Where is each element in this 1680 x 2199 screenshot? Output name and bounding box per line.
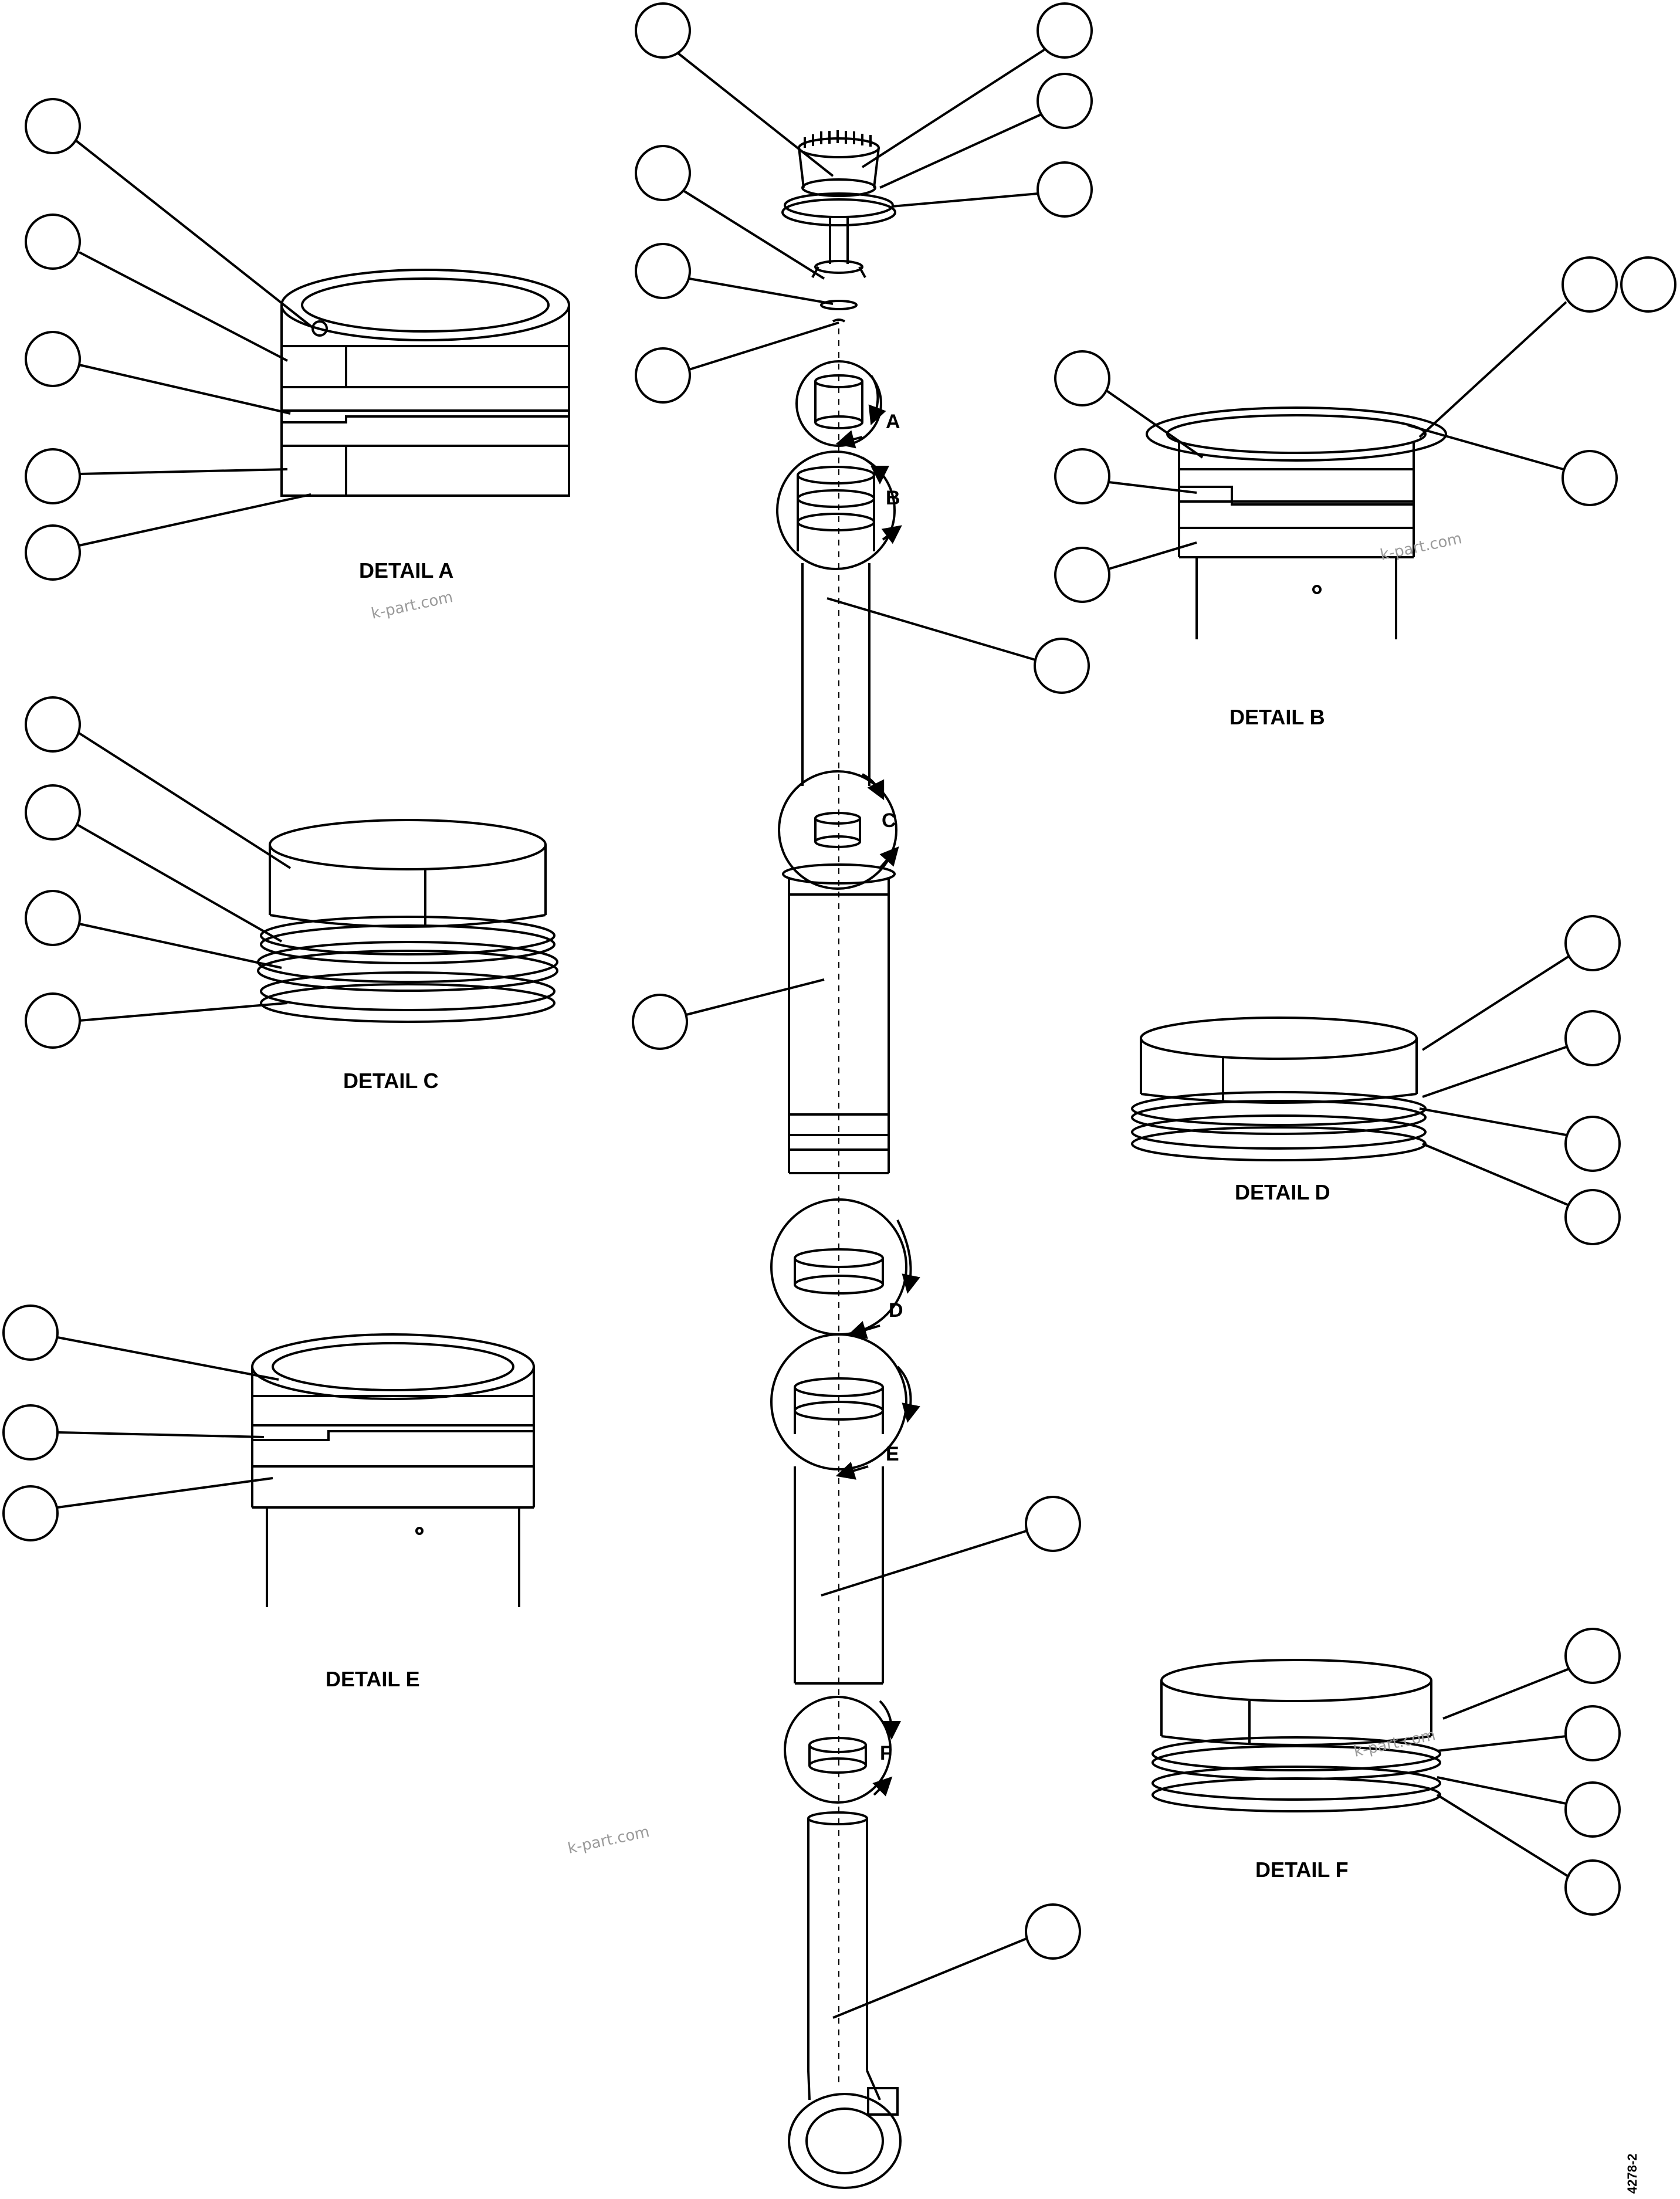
watermark-text: k-part.com bbox=[1378, 530, 1464, 564]
detail-b-title: DETAIL B bbox=[1229, 705, 1325, 729]
callout-letter-d: D bbox=[889, 1299, 903, 1322]
detail-e-title: DETAIL E bbox=[326, 1667, 420, 1691]
detail-d-drawing bbox=[1131, 1017, 1427, 1161]
lower-rod-with-eye bbox=[788, 1811, 902, 2189]
cylinder-barrel bbox=[782, 863, 896, 1174]
callout-circle-f bbox=[784, 1696, 901, 1804]
detail-e-drawing bbox=[251, 1333, 535, 1607]
piston-rod-upper bbox=[801, 563, 871, 786]
callout-letter-a: A bbox=[886, 411, 900, 433]
callout-letter-e: E bbox=[886, 1443, 899, 1465]
detail-f-title: DETAIL F bbox=[1255, 1858, 1349, 1882]
callout-circle-e bbox=[770, 1333, 920, 1480]
watermark-text: k-part.com bbox=[566, 1823, 651, 1858]
detail-c-drawing bbox=[257, 819, 558, 1023]
callout-letter-f: F bbox=[880, 1742, 892, 1764]
watermark-text: k-part.com bbox=[370, 588, 455, 623]
callout-letter-c: C bbox=[882, 809, 896, 832]
detail-a-title: DETAIL A bbox=[359, 558, 453, 582]
callout-letter-b: B bbox=[886, 487, 900, 509]
drawing-code: 4278-2 bbox=[1625, 2153, 1640, 2194]
callout-circle-a bbox=[795, 360, 886, 449]
callout-circle-b bbox=[776, 450, 902, 570]
head-valve-assembly bbox=[781, 130, 896, 323]
detail-c-title: DETAIL C bbox=[343, 1069, 439, 1093]
detail-f-drawing bbox=[1151, 1659, 1441, 1812]
reference-balloons bbox=[2, 2, 1676, 2019]
detail-a-drawing bbox=[280, 269, 570, 497]
detail-b-drawing bbox=[1146, 406, 1447, 639]
callout-circle-c bbox=[778, 770, 899, 890]
detail-d-title: DETAIL D bbox=[1235, 1180, 1330, 1204]
